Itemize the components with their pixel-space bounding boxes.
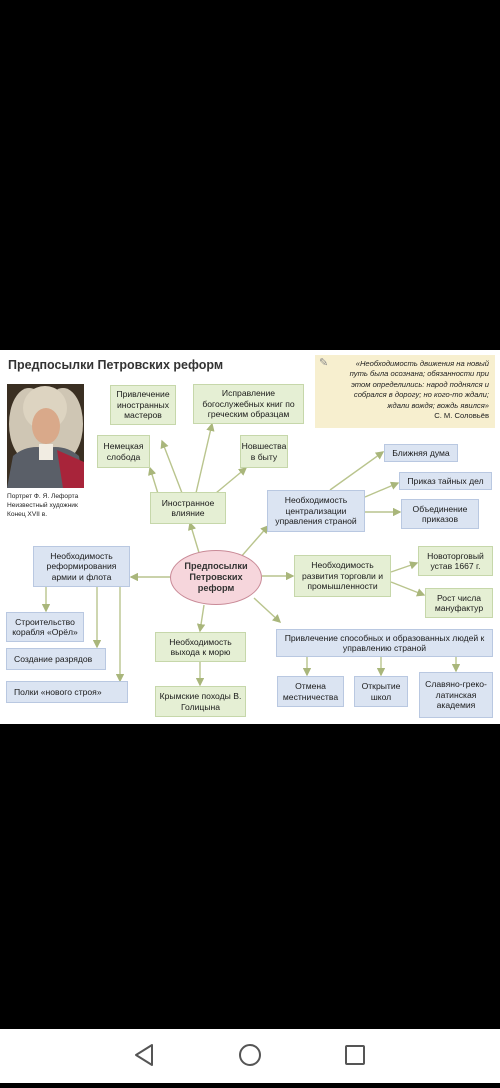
node-army-reform: Необходимость реформирования армии и фло… <box>33 546 130 587</box>
arrow-to-novelties <box>215 467 248 494</box>
node-capable-people: Привлечение способных и образованных люд… <box>276 629 493 657</box>
navigation-bar <box>0 1029 500 1083</box>
back-triangle-icon[interactable] <box>135 1044 153 1066</box>
home-circle-icon[interactable] <box>239 1044 261 1066</box>
node-foreign-masters: Привлечение иностранных мастеров <box>110 385 176 425</box>
arrow-to-foreign <box>188 521 201 557</box>
node-book-correction: Исправление богослужебных книг по гречес… <box>193 384 304 424</box>
portrait-caption: Портрет Ф. Я. Лефорта Неизвестный художн… <box>7 492 107 519</box>
node-orel: Строительство корабля «Орёл» <box>6 612 84 642</box>
status-bar <box>0 0 500 24</box>
quote-box: ✎ «Необходимость движения на новый путь … <box>315 355 495 428</box>
node-secret-office: Приказ тайных дел <box>399 472 492 490</box>
diagram-title: Предпосылки Петровских реформ <box>8 358 224 372</box>
portrait-image <box>7 384 84 488</box>
node-mestnichestvo: Отмена местничества <box>277 676 344 707</box>
arrow-to-books <box>195 422 215 494</box>
caption-line: Портрет Ф. Я. Лефорта <box>7 493 79 500</box>
node-trade: Необходимость развития торговли и промыш… <box>294 555 391 597</box>
quill-icon: ✎ <box>319 357 329 369</box>
arrow-to-sea <box>196 604 206 633</box>
node-centralization: Необходимость централизации управления с… <box>267 490 365 532</box>
caption-line: Конец XVII в. <box>7 511 48 518</box>
diagram-image: Предпосылки Петровских реформ ✎ «Необход… <box>0 350 500 724</box>
node-crimean: Крымские походы В. Голицына <box>155 686 246 717</box>
node-regiments: Полки «нового строя» <box>6 681 128 703</box>
caption-line: Неизвестный художник <box>7 502 78 509</box>
arrow-to-centralization <box>239 524 269 559</box>
node-trade-charter: Новоторговый устав 1667 г. <box>418 546 493 576</box>
node-near-duma: Ближняя дума <box>384 444 458 462</box>
node-german-quarter: Немецкая слобода <box>97 435 150 468</box>
arrow-to-charter <box>390 561 419 573</box>
quote-author: С. М. Соловьёв <box>434 411 489 421</box>
node-academy: Славяно-греко-латинская академия <box>419 672 493 718</box>
arrow-to-masters <box>160 439 183 494</box>
arrow-to-secret <box>364 481 400 498</box>
arrow-to-duma <box>329 451 385 491</box>
center-node: Предпосылки Петровских реформ <box>170 550 262 605</box>
recents-square-icon[interactable] <box>345 1045 365 1065</box>
node-foreign-influence: Иностранное влияние <box>150 492 226 524</box>
node-schools: Открытие школ <box>354 676 408 707</box>
node-novelties: Новшества в быту <box>240 435 288 468</box>
arrow-to-capable <box>253 597 282 623</box>
quote-text: «Необходимость движения на новый путь бы… <box>349 359 489 410</box>
node-manufactures: Рост числа мануфактур <box>425 588 493 618</box>
node-sea-access: Необходимость выхода к морю <box>155 632 246 662</box>
node-prikaz-union: Объединение приказов <box>401 499 479 529</box>
arrows-layer <box>41 422 461 687</box>
node-razryady: Создание разрядов <box>6 648 106 670</box>
arrow-to-manufactures <box>390 581 426 597</box>
